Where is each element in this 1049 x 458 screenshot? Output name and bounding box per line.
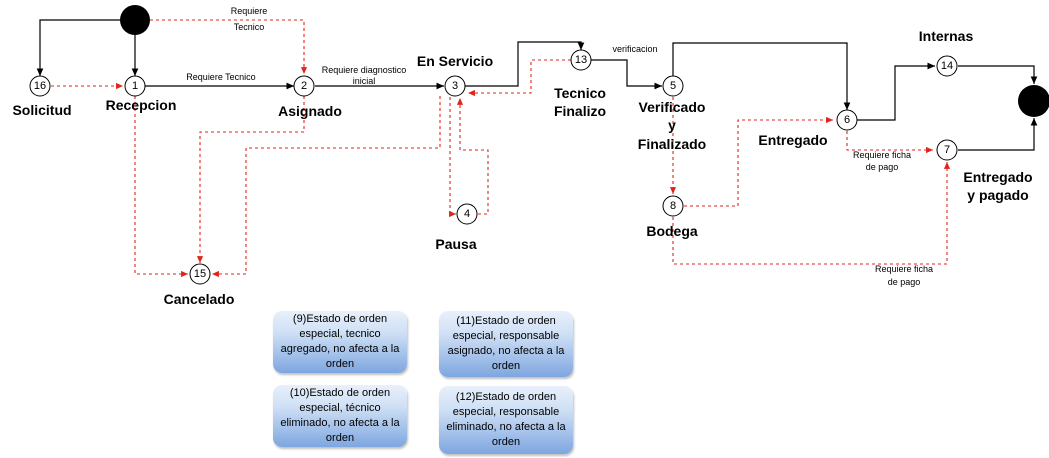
label-verificado-line2: y <box>668 117 676 133</box>
note-12: (12)Estado de orden especial, responsabl… <box>439 386 573 454</box>
edge-start-to-2-dashed <box>150 19 308 74</box>
note-9-text: (9)Estado de orden especial, tecnico agr… <box>280 313 400 370</box>
note-10-text: (10)Estado de orden especial, técnico el… <box>280 387 400 444</box>
edge-2-to-15-dashed <box>196 96 305 263</box>
node-3-number: 3 <box>452 80 458 92</box>
edge-1-to-15-dashed <box>134 96 188 278</box>
start-node <box>120 5 150 35</box>
note-11: (11)Estado de orden especial, responsabl… <box>439 311 573 377</box>
label-solicitud: Solicitud <box>12 102 71 118</box>
edge-14-to-end <box>958 65 1038 84</box>
node-14-number: 14 <box>941 60 953 72</box>
label-recepcion: Recepcion <box>106 97 177 113</box>
node-1: 1 <box>124 75 146 97</box>
node-4-number: 4 <box>464 208 470 220</box>
note-12-text: (12)Estado de orden especial, responsabl… <box>446 391 566 448</box>
label-internas: Internas <box>919 28 974 44</box>
label-entregado-pagado-line1: Entregado <box>963 169 1032 185</box>
label-bodega: Bodega <box>646 223 698 239</box>
node-7: 7 <box>936 139 958 161</box>
node-3: 3 <box>444 75 466 97</box>
label-asignado: Asignado <box>278 103 342 119</box>
edge-label-requiere-diagnostico-line2: inicial <box>353 76 376 86</box>
node-4: 4 <box>456 203 478 225</box>
label-cancelado: Cancelado <box>164 291 235 307</box>
edge-6-to-14 <box>857 62 935 121</box>
edge-8-to-7-dashed <box>672 162 951 265</box>
edge-label-requiere-diagnostico-line1: Requiere diagnostico <box>322 65 407 75</box>
edge-13-to-5 <box>591 59 662 90</box>
node-6: 6 <box>836 109 858 131</box>
node-15-number: 15 <box>194 268 206 280</box>
note-9: (9)Estado de orden especial, tecnico agr… <box>273 311 407 373</box>
node-14: 14 <box>936 55 958 77</box>
node-16: 16 <box>29 75 51 97</box>
label-tecnico-finalizo-line1: Tecnico <box>554 85 606 101</box>
edge-7-to-end <box>958 118 1038 151</box>
edge-3-to-4-dashed <box>449 97 456 218</box>
edge-5-to-6 <box>672 42 851 110</box>
label-pausa: Pausa <box>435 236 476 252</box>
note-10: (10)Estado de orden especial, técnico el… <box>273 385 407 447</box>
edge-label-ficha-pago-2-line2: de pago <box>888 277 921 287</box>
label-verificado-line3: Finalizado <box>638 136 706 152</box>
label-tecnico-finalizo-line2: Finalizo <box>554 103 606 119</box>
node-1-number: 1 <box>132 80 138 92</box>
end-node <box>1018 85 1049 117</box>
node-8: 8 <box>662 195 684 217</box>
node-2-number: 2 <box>301 80 307 92</box>
edge-6-to-7-dashed <box>846 131 933 154</box>
edge-label-requiere-tecnico: Requiere Tecnico <box>186 72 255 82</box>
node-16-number: 16 <box>34 80 46 92</box>
label-verificado-line1: Verificado <box>639 99 706 115</box>
edge-8-to-6-dashed <box>684 116 833 207</box>
edge-label-ficha-pago-1-line2: de pago <box>866 162 899 172</box>
edge-4-to-3-dashed <box>456 98 489 215</box>
node-8-number: 8 <box>670 200 676 212</box>
edge-label-verificacion: verificacion <box>612 44 657 54</box>
label-entregado: Entregado <box>758 132 827 148</box>
label-entregado-pagado-line2: y pagado <box>967 187 1028 203</box>
node-13-number: 13 <box>575 54 587 66</box>
node-5-number: 5 <box>670 80 676 92</box>
edge-label-ficha-pago-2-line1: Requiere ficha <box>875 264 933 274</box>
node-15: 15 <box>189 263 211 285</box>
node-7-number: 7 <box>944 144 950 156</box>
solid-edges <box>36 19 1038 151</box>
note-11-text: (11)Estado de orden especial, responsabl… <box>447 315 565 372</box>
node-13: 13 <box>570 49 592 71</box>
edge-13-to-3-dashed <box>468 59 571 97</box>
edge-start-to-16 <box>36 19 120 76</box>
node-6-number: 6 <box>844 114 850 126</box>
node-2: 2 <box>293 75 315 97</box>
edge-label-ficha-pago-1-line1: Requiere ficha <box>853 150 911 160</box>
label-en-servicio: En Servicio <box>417 53 493 69</box>
dashed-edges <box>51 19 951 278</box>
edge-3-to-15-dashed <box>212 96 441 278</box>
edge-label-requiere-tecnico-top-line2: Tecnico <box>234 22 265 32</box>
node-5: 5 <box>662 75 684 97</box>
edge-label-requiere-tecnico-top-line1: Requiere <box>231 6 268 16</box>
edge-3-to-13 <box>465 41 585 87</box>
